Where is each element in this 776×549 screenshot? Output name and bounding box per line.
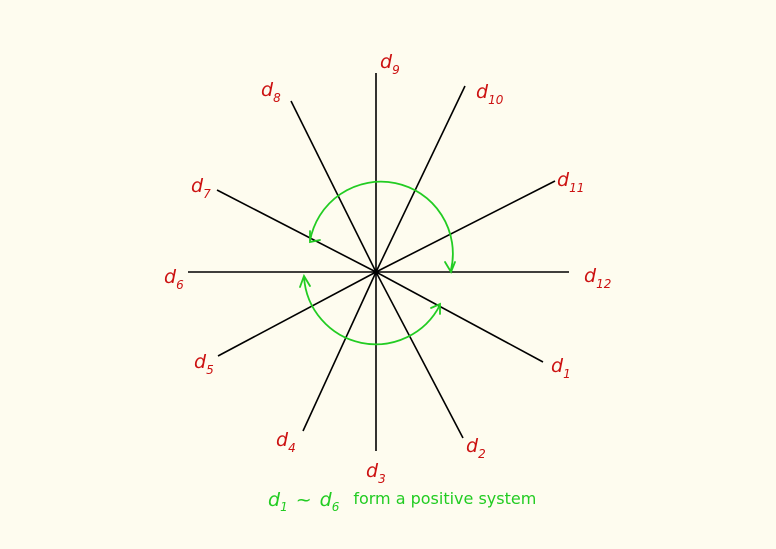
upper-arc-arrowhead-left xyxy=(309,230,321,244)
label-d6: d6 xyxy=(164,266,184,292)
arcs-layer xyxy=(299,180,456,346)
caption-sub-first: 1 xyxy=(280,500,288,514)
ray-d1 xyxy=(375,271,544,363)
ray-d8 xyxy=(290,100,377,273)
ray-d11 xyxy=(375,180,556,273)
caption-tilde: ~ xyxy=(296,489,312,511)
upper-arc xyxy=(309,180,454,271)
lower-arc-arrowhead-right xyxy=(430,302,441,315)
ray-d2 xyxy=(375,271,464,439)
ray-d5 xyxy=(217,271,377,357)
caption-d-second: d xyxy=(320,489,333,511)
ray-d10 xyxy=(375,85,466,273)
label-d8: d8 xyxy=(261,79,281,105)
lower-arc-arrowhead-left xyxy=(299,273,311,288)
caption-sub-second: 6 xyxy=(332,500,340,514)
label-d3: d3 xyxy=(366,460,386,486)
label-d11: d11 xyxy=(557,169,584,195)
label-d9: d9 xyxy=(380,51,400,77)
caption-d-first: d xyxy=(268,489,281,511)
label-d7: d7 xyxy=(191,175,211,201)
upper-arc-arrowhead-right xyxy=(444,261,456,275)
label-d5: d5 xyxy=(194,351,214,377)
ray-d4 xyxy=(302,271,377,432)
caption-text: form a positive system xyxy=(353,489,536,508)
label-d12: d12 xyxy=(584,265,611,291)
labels-layer: d1 d2 d3 d4 d5 d6 d7 d8 d9 d10 d11 d12 xyxy=(164,51,611,486)
label-d1: d1 xyxy=(551,355,571,381)
lower-arc xyxy=(303,276,441,346)
label-d4: d4 xyxy=(276,429,296,455)
label-d2: d2 xyxy=(466,435,486,461)
rays-layer xyxy=(188,73,569,451)
label-d10: d10 xyxy=(476,81,504,107)
ray-d7 xyxy=(216,189,377,273)
